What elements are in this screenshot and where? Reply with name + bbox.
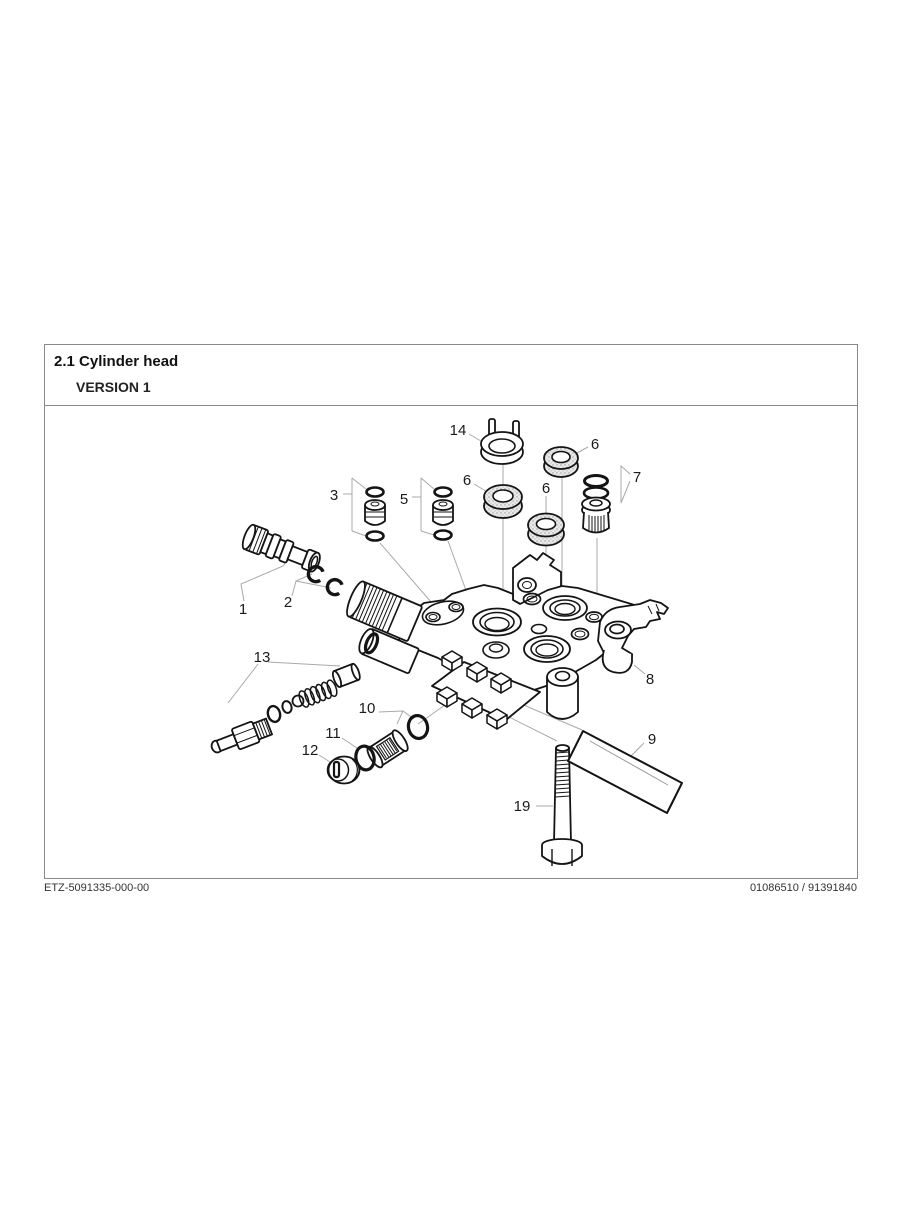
part-8-bracket-arm [597,599,669,674]
part-3-valve [364,486,386,542]
body-cylinder-boss [546,667,579,720]
document-number: 01086510 / 91391840 [749,882,857,894]
callout-3: 3 [330,487,338,504]
callout-6-top: 6 [591,436,599,453]
part-6-seal-ring-mid [527,512,565,547]
callout-7: 7 [633,469,641,486]
part-cylinder-head-body [346,552,649,730]
cylinder-head-exploded-view: 14 6 6 6 7 3 5 1 2 13 8 10 11 12 9 19 [210,418,683,866]
body-valve-block [431,650,541,730]
header-section: 2.1 Cylinder head VERSION 1 [45,345,857,406]
callout-2: 2 [284,594,292,611]
version-label: VERSION 1 [76,379,151,395]
callout-9: 9 [648,731,656,748]
callout-6-left: 6 [463,472,471,489]
part-13-sleeve [331,662,361,688]
part-1-spool [241,523,321,573]
part-6-seal-ring-left [483,484,523,519]
callout-14: 14 [450,422,467,439]
callout-5: 5 [400,491,408,508]
part-13-spring [298,679,338,708]
content-frame: 2.1 Cylinder head VERSION 1 [44,344,858,879]
part-14-cap [480,418,524,465]
callout-1: 1 [239,601,247,618]
part-5-valve [432,486,454,541]
drawing-number: ETZ-5091335-000-00 [44,882,150,894]
callout-labels: 14 6 6 6 7 3 5 1 2 13 8 10 11 12 9 19 [239,422,656,815]
body-side-port [358,628,420,675]
part-13-ball [291,694,305,708]
page-title: 2.1 Cylinder head [54,353,179,370]
callout-6-mid: 6 [542,480,550,497]
part-12-plug-cap [326,755,361,785]
leader-lines [227,433,646,807]
callout-19: 19 [514,798,531,815]
part-9-cover-plate [567,730,683,814]
part-6-seal-ring-top [543,446,579,478]
part-19-bolt [541,744,583,866]
callout-10: 10 [359,700,376,717]
part-7-valve-cartridge [581,474,611,534]
part-10-oring [406,713,430,741]
part-2-circlips [306,564,344,597]
callout-8: 8 [646,671,654,688]
callout-12: 12 [302,742,319,759]
part-11-oring [354,744,376,772]
part-13-valve-assembly [210,662,361,754]
callout-13: 13 [254,649,271,666]
callout-11: 11 [325,725,341,742]
exploded-diagram: 14 6 6 6 7 3 5 1 2 13 8 10 11 12 9 19 [45,406,855,876]
body-threaded-port [346,580,423,642]
